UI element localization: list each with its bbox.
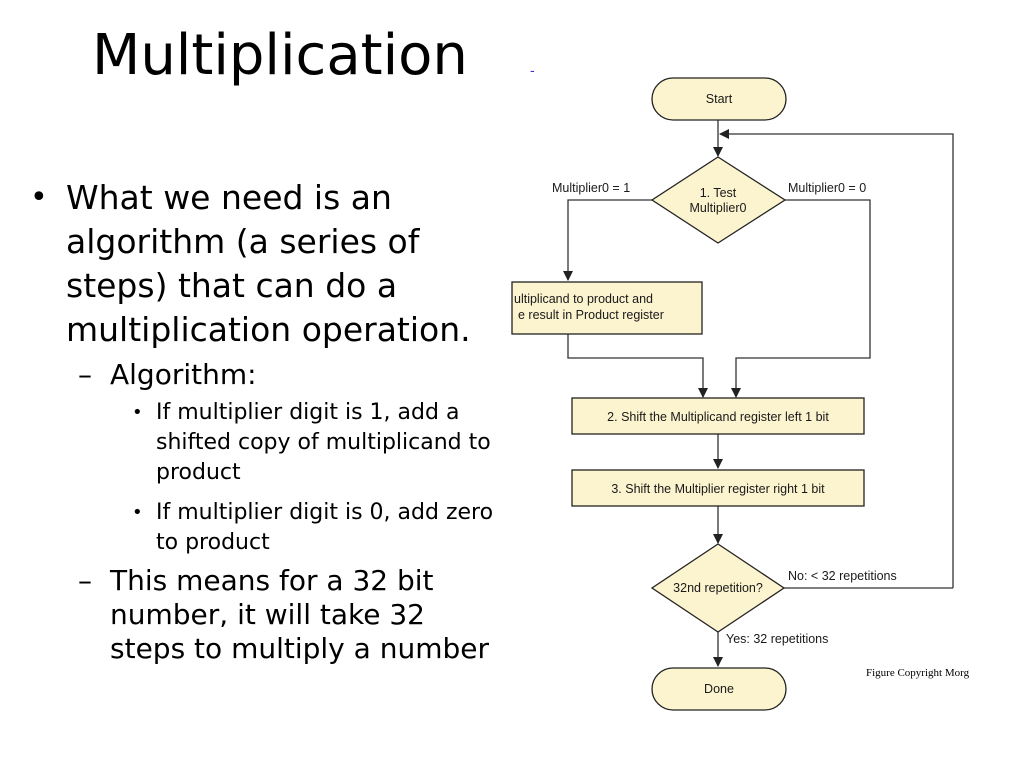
add-label-line2: e result in Product register <box>518 308 664 322</box>
start-terminal <box>651 77 787 121</box>
sub-bullet-algorithm: – Algorithm: <box>28 358 508 392</box>
bullet-main-text: What we need is an algorithm (a series o… <box>66 178 471 349</box>
bullet-main: • What we need is an algorithm (a series… <box>28 176 508 352</box>
bullet-dot-icon: • <box>132 402 143 423</box>
sub-sub-bullet-zero: • If multiplier digit is 0, add zero to … <box>28 498 508 558</box>
arrow-add-to-shift <box>567 334 708 398</box>
shift-multiplicand-box <box>571 397 865 435</box>
test-label-line2: Multiplier0 <box>690 201 747 215</box>
sub-sub-bullet-one: • If multiplier digit is 1, add a shifte… <box>28 398 508 488</box>
arrow-loop-back <box>719 129 954 588</box>
arrow-multiplier-zero <box>731 199 871 398</box>
sub-sub-bullet-one-text: If multiplier digit is 1, add a shifted … <box>156 400 491 485</box>
test-label-line1: 1. Test <box>700 186 737 200</box>
shift-multiplicand-label: 2. Shift the Multiplicand register left … <box>607 410 829 424</box>
corner-mark: - <box>530 64 535 79</box>
sub-bullet-algorithm-text: Algorithm: <box>110 358 257 391</box>
sub-bullet-32-steps: – This means for a 32 bit number, it wil… <box>28 564 508 666</box>
bullet-dot-icon: • <box>132 502 143 523</box>
bullet-list: • What we need is an algorithm (a series… <box>28 176 508 666</box>
shift-multiplier-box <box>571 469 865 507</box>
branch-right-label: Multiplier0 = 0 <box>788 181 866 195</box>
sub-sub-bullet-zero-text: If multiplier digit is 0, add zero to pr… <box>156 500 494 555</box>
bullet-dot-icon: • <box>30 180 48 215</box>
repetition-decision <box>650 543 786 633</box>
repetition-label: 32nd repetition? <box>673 581 763 595</box>
multiplication-flowchart: Start 1. Test Multiplier0 Multiplier0 = … <box>511 77 970 711</box>
test-decision <box>650 156 787 244</box>
bullet-dash-icon: – <box>78 564 92 597</box>
branch-left-label: Multiplier0 = 1 <box>552 181 630 195</box>
add-process-box <box>511 281 703 335</box>
figure-copyright: Figure Copyright Morg <box>866 667 970 679</box>
bullet-dash-icon: – <box>78 358 92 391</box>
arrow-multiplier-one <box>563 199 652 281</box>
slide-title: Multiplication <box>92 23 468 88</box>
start-label: Start <box>706 92 733 106</box>
add-label-line1: ultiplicand to product and <box>514 292 653 306</box>
yes-branch-label: Yes: 32 repetitions <box>726 632 828 646</box>
done-label: Done <box>704 682 734 696</box>
done-terminal <box>651 667 787 711</box>
no-branch-label: No: < 32 repetitions <box>788 569 897 583</box>
shift-multiplier-label: 3. Shift the Multiplier register right 1… <box>611 482 825 496</box>
sub-bullet-32-steps-text: This means for a 32 bit number, it will … <box>110 564 489 665</box>
